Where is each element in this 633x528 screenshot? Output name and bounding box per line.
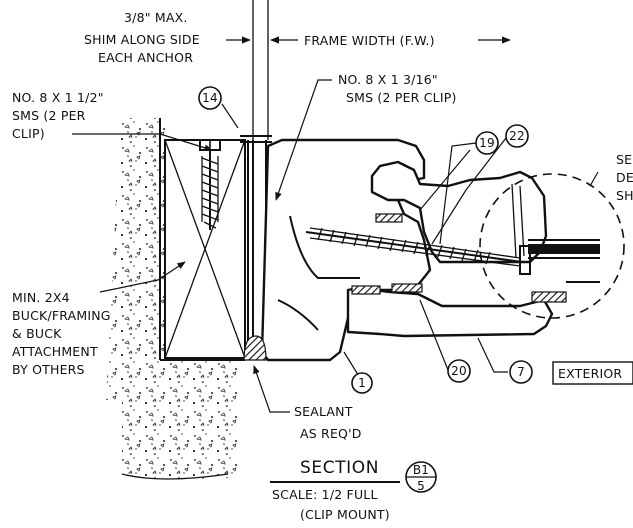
svg-text:SH: SH — [616, 188, 633, 203]
svg-text:& BUCK: & BUCK — [12, 326, 62, 341]
svg-text:BUCK/FRAMING: BUCK/FRAMING — [12, 308, 111, 323]
callout-20: 20 — [447, 359, 471, 383]
svg-text:SE: SE — [616, 152, 632, 167]
svg-text:SMS (2 PER CLIP): SMS (2 PER CLIP) — [346, 90, 457, 105]
svg-text:SHIM ALONG SIDE: SHIM ALONG SIDE — [84, 32, 200, 47]
sms-left-label: NO. 8 X 1 1/2" SMS (2 PER CLIP) — [12, 90, 104, 141]
callout-14: 14 — [198, 86, 222, 110]
svg-text:20: 20 — [451, 364, 467, 378]
wood-buck — [164, 139, 246, 359]
svg-text:19: 19 — [479, 136, 495, 150]
detail-reference-circle — [479, 173, 625, 319]
svg-text:22: 22 — [509, 129, 525, 143]
callout-22: 22 — [505, 124, 529, 148]
callout-1: 1 — [351, 372, 373, 394]
svg-text:NO. 8 X 1 1/2": NO. 8 X 1 1/2" — [12, 90, 104, 105]
buck-label: MIN. 2X4 BUCK/FRAMING & BUCK ATTACHMENT … — [12, 290, 111, 377]
sealant-label: SEALANT AS REQ'D — [294, 404, 362, 441]
svg-text:ATTACHMENT: ATTACHMENT — [12, 344, 98, 359]
leader-lines — [72, 79, 599, 413]
see-detail-label: SE DE SH — [616, 152, 633, 203]
svg-text:BY OTHERS: BY OTHERS — [12, 362, 85, 377]
mount-label: (CLIP MOUNT) — [300, 507, 390, 522]
scale-label: SCALE: 1/2 FULL — [272, 487, 378, 502]
svg-text:SEALANT: SEALANT — [294, 404, 353, 419]
title-block: SECTION SCALE: 1/2 FULL (CLIP MOUNT) B1 … — [270, 458, 437, 522]
svg-text:FRAME WIDTH (F.W.): FRAME WIDTH (F.W.) — [304, 33, 435, 48]
svg-text:SMS (2 PER: SMS (2 PER — [12, 108, 86, 123]
svg-text:MIN. 2X4: MIN. 2X4 — [12, 290, 70, 305]
svg-text:NO. 8 X 1 3/16": NO. 8 X 1 3/16" — [338, 72, 438, 87]
diagonal-screw — [305, 227, 531, 275]
svg-text:1: 1 — [358, 376, 366, 390]
svg-text:DE: DE — [616, 170, 633, 185]
sill-profile — [346, 286, 554, 338]
svg-text:AS REQ'D: AS REQ'D — [300, 426, 362, 441]
vertical-screw — [199, 139, 221, 230]
svg-text:EXTERIOR: EXTERIOR — [558, 366, 622, 381]
section-title: SECTION — [300, 458, 379, 478]
frame-width-label: FRAME WIDTH (F.W.) — [304, 33, 435, 48]
sheet-number: 5 — [417, 479, 425, 493]
shim-label: 3/8" MAX. SHIM ALONG SIDE EACH ANCHOR — [84, 10, 200, 65]
svg-text:3/8" MAX.: 3/8" MAX. — [124, 10, 188, 25]
concrete-wall — [106, 118, 245, 480]
dimension-lines — [226, 0, 511, 140]
svg-text:EACH ANCHOR: EACH ANCHOR — [98, 50, 193, 65]
detail-number: B1 — [413, 463, 429, 477]
glazing-sash — [351, 160, 548, 295]
svg-text:14: 14 — [202, 91, 218, 105]
svg-text:CLIP): CLIP) — [12, 126, 45, 141]
svg-text:7: 7 — [517, 365, 525, 379]
callout-19: 19 — [475, 131, 499, 155]
sms-right-label: NO. 8 X 1 3/16" SMS (2 PER CLIP) — [338, 72, 457, 105]
sealant-bead — [243, 335, 267, 361]
glass-unit — [528, 239, 600, 303]
callout-7: 7 — [509, 360, 533, 384]
exterior-label: EXTERIOR — [552, 361, 633, 385]
